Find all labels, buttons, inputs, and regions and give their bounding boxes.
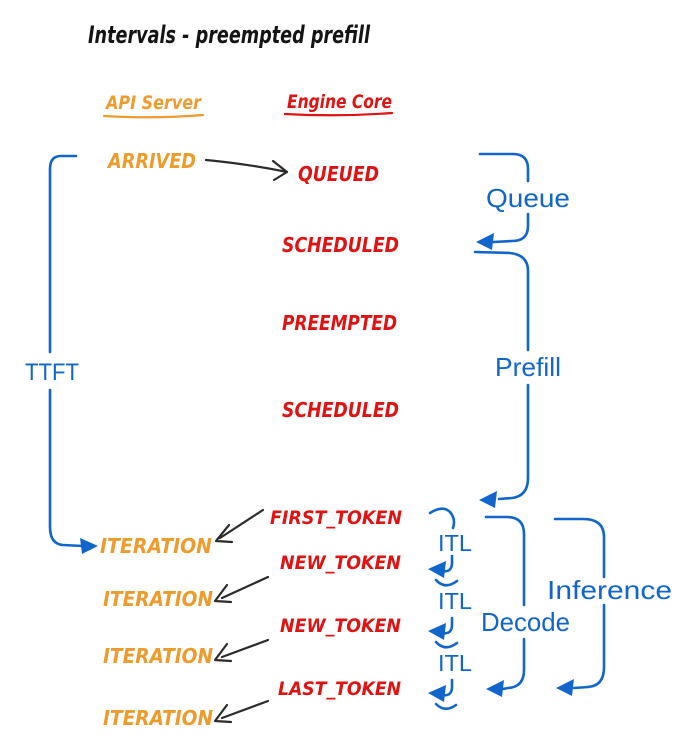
itl-arrowhead-1 bbox=[428, 561, 446, 578]
interval-label-itl-2: ITL bbox=[438, 588, 472, 614]
column-header-engine-core: Engine Core bbox=[287, 91, 392, 113]
event-last-token: LAST_TOKEN bbox=[278, 678, 401, 700]
ttft-arrowhead bbox=[80, 538, 98, 554]
event-new-token-1: NEW_TOKEN bbox=[280, 552, 401, 574]
queue-bracket bbox=[476, 152, 530, 250]
arrow-arrived-to-queued bbox=[204, 158, 289, 182]
decode-arrowhead bbox=[486, 680, 504, 697]
interval-label-ttft: TTFT bbox=[25, 359, 79, 386]
interval-label-itl-1: ITL bbox=[438, 530, 472, 556]
interval-label-inference: Inference bbox=[547, 575, 672, 605]
ttft-bracket bbox=[48, 154, 98, 554]
arrow-last-token-to-iteration-4 bbox=[213, 699, 270, 724]
arrow-new-token-1-to-iteration-2 bbox=[213, 575, 270, 604]
inference-bracket bbox=[553, 517, 606, 696]
prefill-bracket bbox=[473, 250, 530, 508]
event-iteration-4: ITERATION bbox=[103, 706, 213, 730]
decode-bracket bbox=[484, 515, 526, 697]
column-header-api-server: API Server bbox=[104, 92, 202, 114]
event-arrived: ARRIVED bbox=[106, 149, 196, 173]
event-iteration-3: ITERATION bbox=[103, 644, 213, 668]
itl-bracket-3 bbox=[428, 678, 458, 711]
diagram-title: Intervals - preempted prefill bbox=[88, 21, 371, 49]
queue-arrowhead bbox=[476, 233, 494, 250]
api-server-underline bbox=[102, 113, 205, 119]
interval-label-decode: Decode bbox=[481, 607, 570, 637]
itl-bracket-2 bbox=[428, 616, 459, 649]
event-new-token-2: NEW_TOKEN bbox=[280, 615, 401, 637]
interval-label-prefill: Prefill bbox=[495, 352, 561, 382]
arrow-new-token-2-to-iteration-3 bbox=[213, 638, 270, 663]
event-scheduled-2: SCHEDULED bbox=[282, 398, 399, 422]
event-iteration-1: ITERATION bbox=[100, 534, 212, 558]
event-first-token: FIRST_TOKEN bbox=[270, 507, 402, 529]
event-scheduled-1: SCHEDULED bbox=[282, 233, 399, 257]
event-preempted: PREEMPTED bbox=[282, 311, 397, 335]
itl-bracket-1 bbox=[428, 507, 459, 587]
interval-label-queue: Queue bbox=[486, 183, 570, 213]
event-iteration-2: ITERATION bbox=[103, 587, 213, 611]
itl-arrowhead-2 bbox=[428, 623, 446, 640]
inference-arrowhead bbox=[556, 679, 574, 696]
interval-label-itl-3: ITL bbox=[438, 650, 472, 676]
itl-arrowhead-3 bbox=[428, 685, 446, 702]
prefill-arrowhead bbox=[479, 491, 497, 508]
engine-core-underline bbox=[283, 111, 394, 117]
event-queued: QUEUED bbox=[298, 162, 379, 186]
arrow-first-token-to-iteration-1 bbox=[214, 508, 265, 544]
